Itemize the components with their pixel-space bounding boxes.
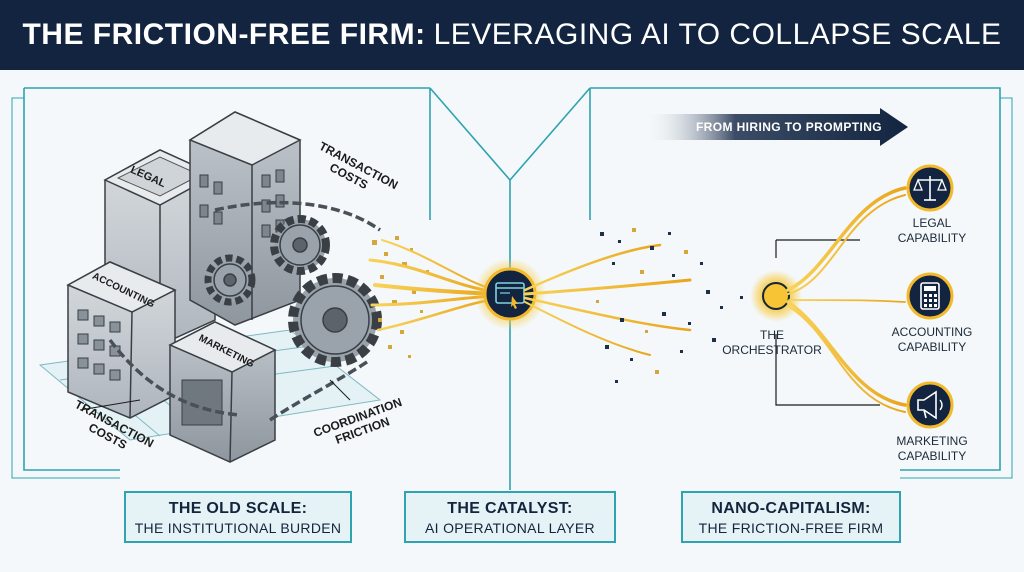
energy-streams-right	[523, 243, 692, 356]
particles-right	[596, 228, 743, 383]
panel-frame	[11, 87, 1013, 490]
gear-icon	[204, 215, 382, 367]
footer-old-scale-title: THE OLD SCALE:	[168, 500, 308, 517]
capability-label-accounting: ACCOUNTING CAPABILITY	[891, 325, 973, 354]
banner: FROM HIRING TO PROMPTING	[642, 112, 908, 142]
banner-label: FROM HIRING TO PROMPTING	[695, 120, 882, 134]
capability-label-legal: LEGAL CAPABILITY	[897, 216, 967, 245]
scales-icon	[906, 164, 954, 212]
from-hiring-arrow	[642, 108, 908, 146]
title-bold: THE FRICTION-FREE FIRM:	[22, 18, 426, 51]
calculator-icon	[906, 272, 954, 320]
footer-nano: NANO-CAPITALISM: THE FRICTION-FREE FIRM	[681, 491, 901, 543]
megaphone-icon	[906, 381, 954, 429]
capability-streams	[786, 186, 907, 413]
capability-label-marketing: MARKETING CAPABILITY	[896, 434, 968, 463]
ai-catalyst-node	[474, 258, 546, 330]
chain-icon	[108, 200, 382, 422]
title-rest: LEVERAGING AI TO COLLAPSE SCALE	[433, 18, 1002, 51]
annotation-leaders	[79, 379, 351, 411]
footer-nano-title: NANO-CAPITALISM:	[711, 500, 871, 517]
footer-catalyst-subtitle: AI OPERATIONAL LAYER	[425, 520, 595, 536]
building-marketing	[168, 321, 277, 463]
footer-old-scale-subtitle: THE INSTITUTIONAL BURDEN	[134, 520, 342, 536]
page-title: THE FRICTION-FREE FIRM: LEVERAGING AI TO…	[0, 0, 1024, 70]
orchestrator-label: THE ORCHESTRATOR	[722, 328, 822, 357]
footer-catalyst: THE CATALYST: AI OPERATIONAL LAYER	[404, 491, 616, 543]
footer-catalyst-title: THE CATALYST:	[447, 500, 573, 517]
footer-old-scale: THE OLD SCALE: THE INSTITUTIONAL BURDEN	[124, 491, 352, 543]
footer-nano-subtitle: THE FRICTION-FREE FIRM	[698, 520, 884, 536]
